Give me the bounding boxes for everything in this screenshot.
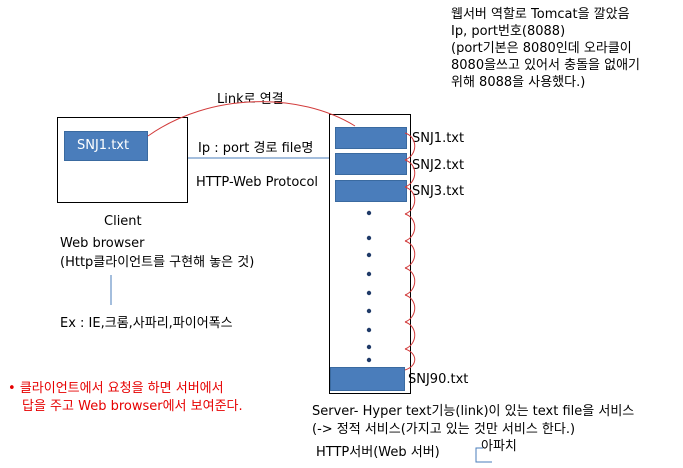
bullet-line-2: 답을 주고 Web browser에서 보여준다.: [22, 399, 243, 414]
server-doc-1: [335, 127, 407, 149]
server-link-loops: [404, 132, 416, 371]
protocol-label: HTTP-Web Protocol: [196, 175, 319, 190]
browser-description: (Http클라이언트를 구현해 놓은 것): [60, 255, 255, 270]
server-file-2: SNJ2.txt: [412, 158, 465, 173]
http-server-label: HTTP서버(Web 서버): [316, 445, 440, 460]
bullet-line-1: • 클라이언트에서 요청을 하면 서버에서: [8, 381, 224, 396]
server-doc-90: [330, 367, 405, 391]
server-static-note: (-> 정적 서비스(가지고 있는 것만 서비스 한다.): [312, 422, 576, 437]
browser-examples: Ex : IE,크롬,사파리,파이어폭스: [60, 316, 233, 331]
note-line-4: 8080을쓰고 있어서 충돌을 없애기: [451, 58, 641, 73]
web-browser-label: Web browser: [60, 236, 145, 251]
client-doc: SNJ1.txt: [64, 131, 148, 161]
server-doc-2: [335, 153, 407, 175]
note-line-5: 위해 8088을 사용했다.): [451, 75, 586, 90]
ellipsis-dots: [366, 210, 372, 363]
note-line-2: Ip, port번호(8088): [451, 24, 566, 39]
note-line-1: 웹서버 역할로 Tomcat을 깔았음: [451, 7, 630, 22]
server-file-90: SNJ90.txt: [408, 372, 469, 387]
note-line-3: (port기본은 8080인데 오라클이: [451, 41, 632, 56]
server-file-3: SNJ3.txt: [412, 184, 465, 199]
ip-port-label: Ip : port 경로 file명: [198, 141, 314, 156]
apache-connector: [475, 447, 492, 463]
link-arc: [147, 101, 356, 137]
client-caption: Client: [104, 214, 142, 229]
server-file-1: SNJ1.txt: [412, 131, 465, 146]
server-doc-3: [335, 180, 407, 202]
server-description: Server- Hyper text기능(link)이 있는 text file…: [312, 404, 635, 419]
bullet-text-1: 클라이언트에서 요청을 하면 서버에서: [19, 381, 224, 396]
apache-label: 아파치: [481, 439, 517, 454]
client-doc-label: SNJ1.txt: [77, 138, 130, 153]
